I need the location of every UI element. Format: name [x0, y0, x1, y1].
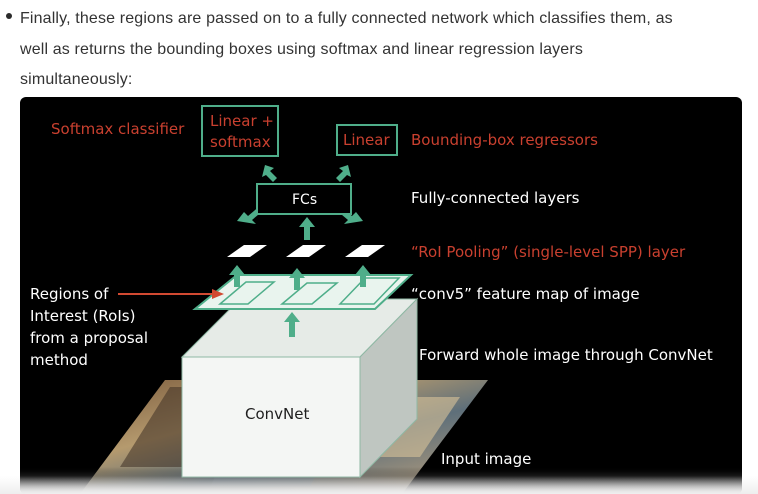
fast-rcnn-diagram: ConvNet FCs [20, 97, 742, 494]
linear-softmax-label-line2: softmax [210, 133, 271, 151]
rois-label-line2: Interest (RoIs) [30, 307, 135, 325]
fcs-box [256, 183, 352, 215]
input-image-label: Input image [441, 450, 531, 468]
bottom-edge-fade [0, 476, 758, 494]
fc-layers-label: Fully-connected layers [411, 189, 580, 207]
forward-label: Forward whole image through ConvNet [419, 346, 713, 364]
conv5-label: “conv5” feature map of image [411, 285, 640, 303]
conv5-feature-map [192, 274, 414, 310]
linear-softmax-label-line1: Linear + [210, 112, 274, 130]
roi-pointer-arrow [118, 289, 224, 299]
roi-pooling-outputs [227, 245, 385, 257]
roi-pooling-label: “RoI Pooling” (single-level SPP) layer [411, 243, 686, 261]
paragraph-line: well as returns the bounding boxes using… [20, 40, 583, 58]
linear-softmax-box [201, 105, 279, 157]
bbox-regressors-label: Bounding-box regressors [411, 131, 598, 149]
rois-label-line3: from a proposal [30, 329, 148, 347]
rois-label-line1: Regions of [30, 285, 109, 303]
bullet-point [6, 13, 12, 19]
convnet-label: ConvNet [245, 405, 309, 423]
linear-label: Linear [343, 131, 390, 149]
paragraph-line: simultaneously: [20, 71, 133, 88]
softmax-classifier-label: Softmax classifier [51, 120, 185, 138]
convnet-cube [180, 297, 419, 479]
paragraph-line: Finally, these regions are passed on to … [20, 10, 673, 27]
rois-label-line4: method [30, 351, 88, 369]
article-paragraph: Finally, these regions are passed on to … [20, 4, 750, 96]
fcs-label: FCs [292, 192, 317, 208]
linear-box [336, 124, 398, 156]
